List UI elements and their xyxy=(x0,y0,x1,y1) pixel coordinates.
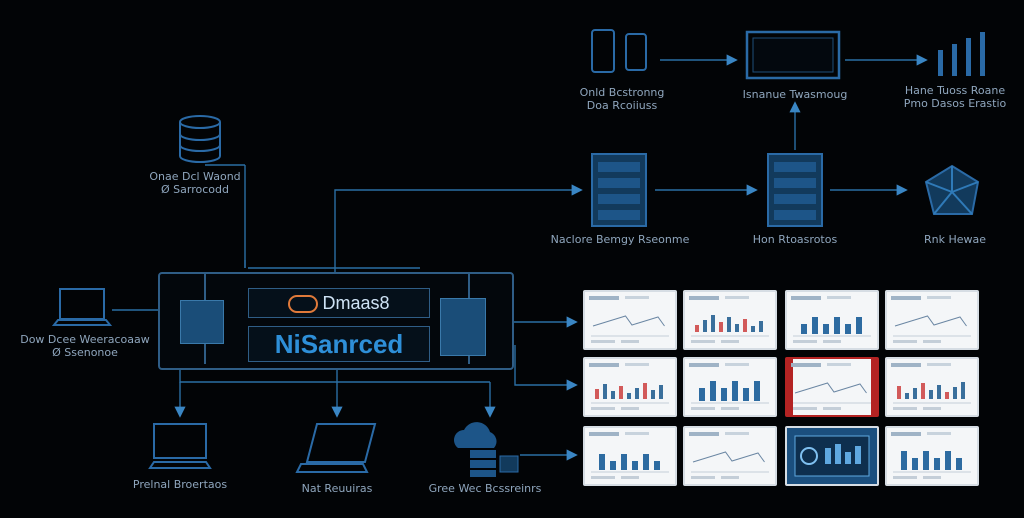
label-line: Doa Rcoiiuss xyxy=(586,99,658,112)
central-hub: Dmaas8 NiSanrced xyxy=(158,272,514,370)
panel-header-bar xyxy=(827,363,851,366)
network-hub-icon xyxy=(916,160,988,222)
dashboard-thumbnail xyxy=(785,426,879,486)
top-mid-label: Isnanue Twasmoug xyxy=(742,88,848,101)
laptop-open-icon xyxy=(295,420,379,476)
monitor-icon xyxy=(745,30,841,80)
hub-right-block xyxy=(440,298,486,356)
bottom-b-label: Nat Reuuiras xyxy=(301,482,373,495)
label-line: Pmo Dasos Erastio xyxy=(903,97,1007,110)
database-icon xyxy=(176,114,224,166)
bottom-a-label: Prelnal Broertaos xyxy=(132,478,228,491)
server-stack-icon xyxy=(766,152,824,228)
label-line: Ø Ssenonoe xyxy=(52,346,118,359)
row2-left-label: Onae Dcl Waond Ø Sarrocodd xyxy=(135,170,255,196)
label-line: Onae Dcl Waond xyxy=(149,170,241,183)
panel-header-bar xyxy=(725,432,749,435)
dashboard-thumbnail xyxy=(683,290,777,350)
panel-header-bar xyxy=(589,296,619,300)
mobile-devices-icon xyxy=(590,28,650,76)
dashboard-thumbnail xyxy=(885,426,979,486)
row2-a-label: Naclore Bemgy Rseonme xyxy=(550,233,690,246)
panel-header-bar xyxy=(891,296,921,300)
panel-header-bar xyxy=(689,296,719,300)
panel-header-bar xyxy=(725,363,749,366)
dashboard-thumbnail xyxy=(683,426,777,486)
bottom-c-label: Gree Wec Bcssreinrs xyxy=(428,482,542,495)
label-line: Ø Sarrocodd xyxy=(161,183,229,196)
server-rack-icon xyxy=(590,152,648,228)
dashboard-thumbnail xyxy=(583,357,677,417)
panel-header-bar xyxy=(589,363,619,367)
panel-header-bar xyxy=(589,432,619,436)
panel-header-bar xyxy=(827,296,851,299)
panel-header-bar xyxy=(891,363,921,367)
top-source-label: Onld Bcstronng Doa Rcoiiuss xyxy=(562,86,682,112)
panel-header-bar xyxy=(625,296,649,299)
dashboard-thumbnail xyxy=(885,357,979,417)
panel-header-bar xyxy=(927,432,951,435)
dashboard-thumbnail xyxy=(885,290,979,350)
panel-header-bar xyxy=(791,363,821,367)
label-line: Hane Tuoss Roane xyxy=(904,84,1006,97)
hub-brand: NiSanrced xyxy=(248,326,430,362)
dashboard-thumbnail xyxy=(583,290,677,350)
bar-chart-icon xyxy=(932,30,992,78)
row2-b-label: Hon Rtoasrotos xyxy=(752,233,838,246)
panel-header-bar xyxy=(927,296,951,299)
label-line: Onld Bcstronng xyxy=(579,86,665,99)
left-label: Dow Dcee Weeracoaaw Ø Ssenonoe xyxy=(20,333,150,359)
panel-header-bar xyxy=(689,432,719,436)
panel-header-bar xyxy=(625,432,649,435)
label-line: Dow Dcee Weeracoaaw xyxy=(20,333,150,346)
dashboard-thumbnail xyxy=(583,426,677,486)
dashboard-thumbnail xyxy=(785,357,879,417)
laptop-icon xyxy=(51,287,113,329)
hub-left-block xyxy=(180,300,224,344)
desktop-icon xyxy=(148,422,212,472)
hub-logo: Dmaas8 xyxy=(248,288,430,318)
panel-header-bar xyxy=(625,363,649,366)
hub-logo-text: Dmaas8 xyxy=(322,293,390,313)
top-right-label: Hane Tuoss Roane Pmo Dasos Erastio xyxy=(895,84,1015,110)
cloud-icon xyxy=(288,295,319,314)
panel-header-bar xyxy=(791,296,821,300)
dashboard-thumbnail xyxy=(785,290,879,350)
row2-c-label: Rnk Hewae xyxy=(923,233,987,246)
cloud-database-icon xyxy=(450,422,522,478)
panel-header-bar xyxy=(927,363,951,366)
panel-header-bar xyxy=(689,363,719,367)
panel-header-bar xyxy=(725,296,749,299)
dashboard-thumbnail xyxy=(683,357,777,417)
panel-header-bar xyxy=(891,432,921,436)
